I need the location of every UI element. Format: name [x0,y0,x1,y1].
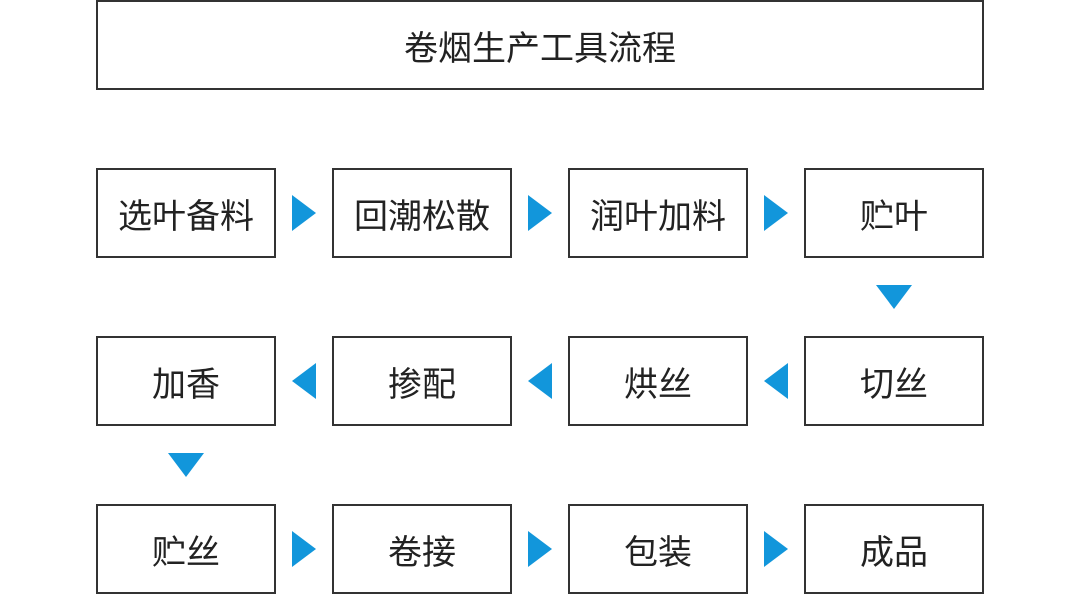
step-package: 包装 [568,504,748,594]
arrow-left-icon [292,363,316,399]
step-dry-shred: 烘丝 [568,336,748,426]
step-select-leaf: 选叶备料 [96,168,276,258]
arrow-right-icon [528,195,552,231]
step-blend: 掺配 [332,336,512,426]
arrow-right-icon [292,195,316,231]
step-finished-product: 成品 [804,504,984,594]
arrow-right-icon [292,531,316,567]
arrow-right-icon [764,531,788,567]
step-store-leaf: 贮叶 [804,168,984,258]
step-store-shred: 贮丝 [96,504,276,594]
step-roll-join: 卷接 [332,504,512,594]
arrow-right-icon [764,195,788,231]
diagram-title: 卷烟生产工具流程 [96,0,984,90]
arrow-down-icon [876,285,912,309]
step-cut-shred: 切丝 [804,336,984,426]
step-moisten-feed: 润叶加料 [568,168,748,258]
step-add-flavor: 加香 [96,336,276,426]
step-rehydrate-loosen: 回潮松散 [332,168,512,258]
arrow-left-icon [764,363,788,399]
arrow-left-icon [528,363,552,399]
arrow-right-icon [528,531,552,567]
arrow-down-icon [168,453,204,477]
